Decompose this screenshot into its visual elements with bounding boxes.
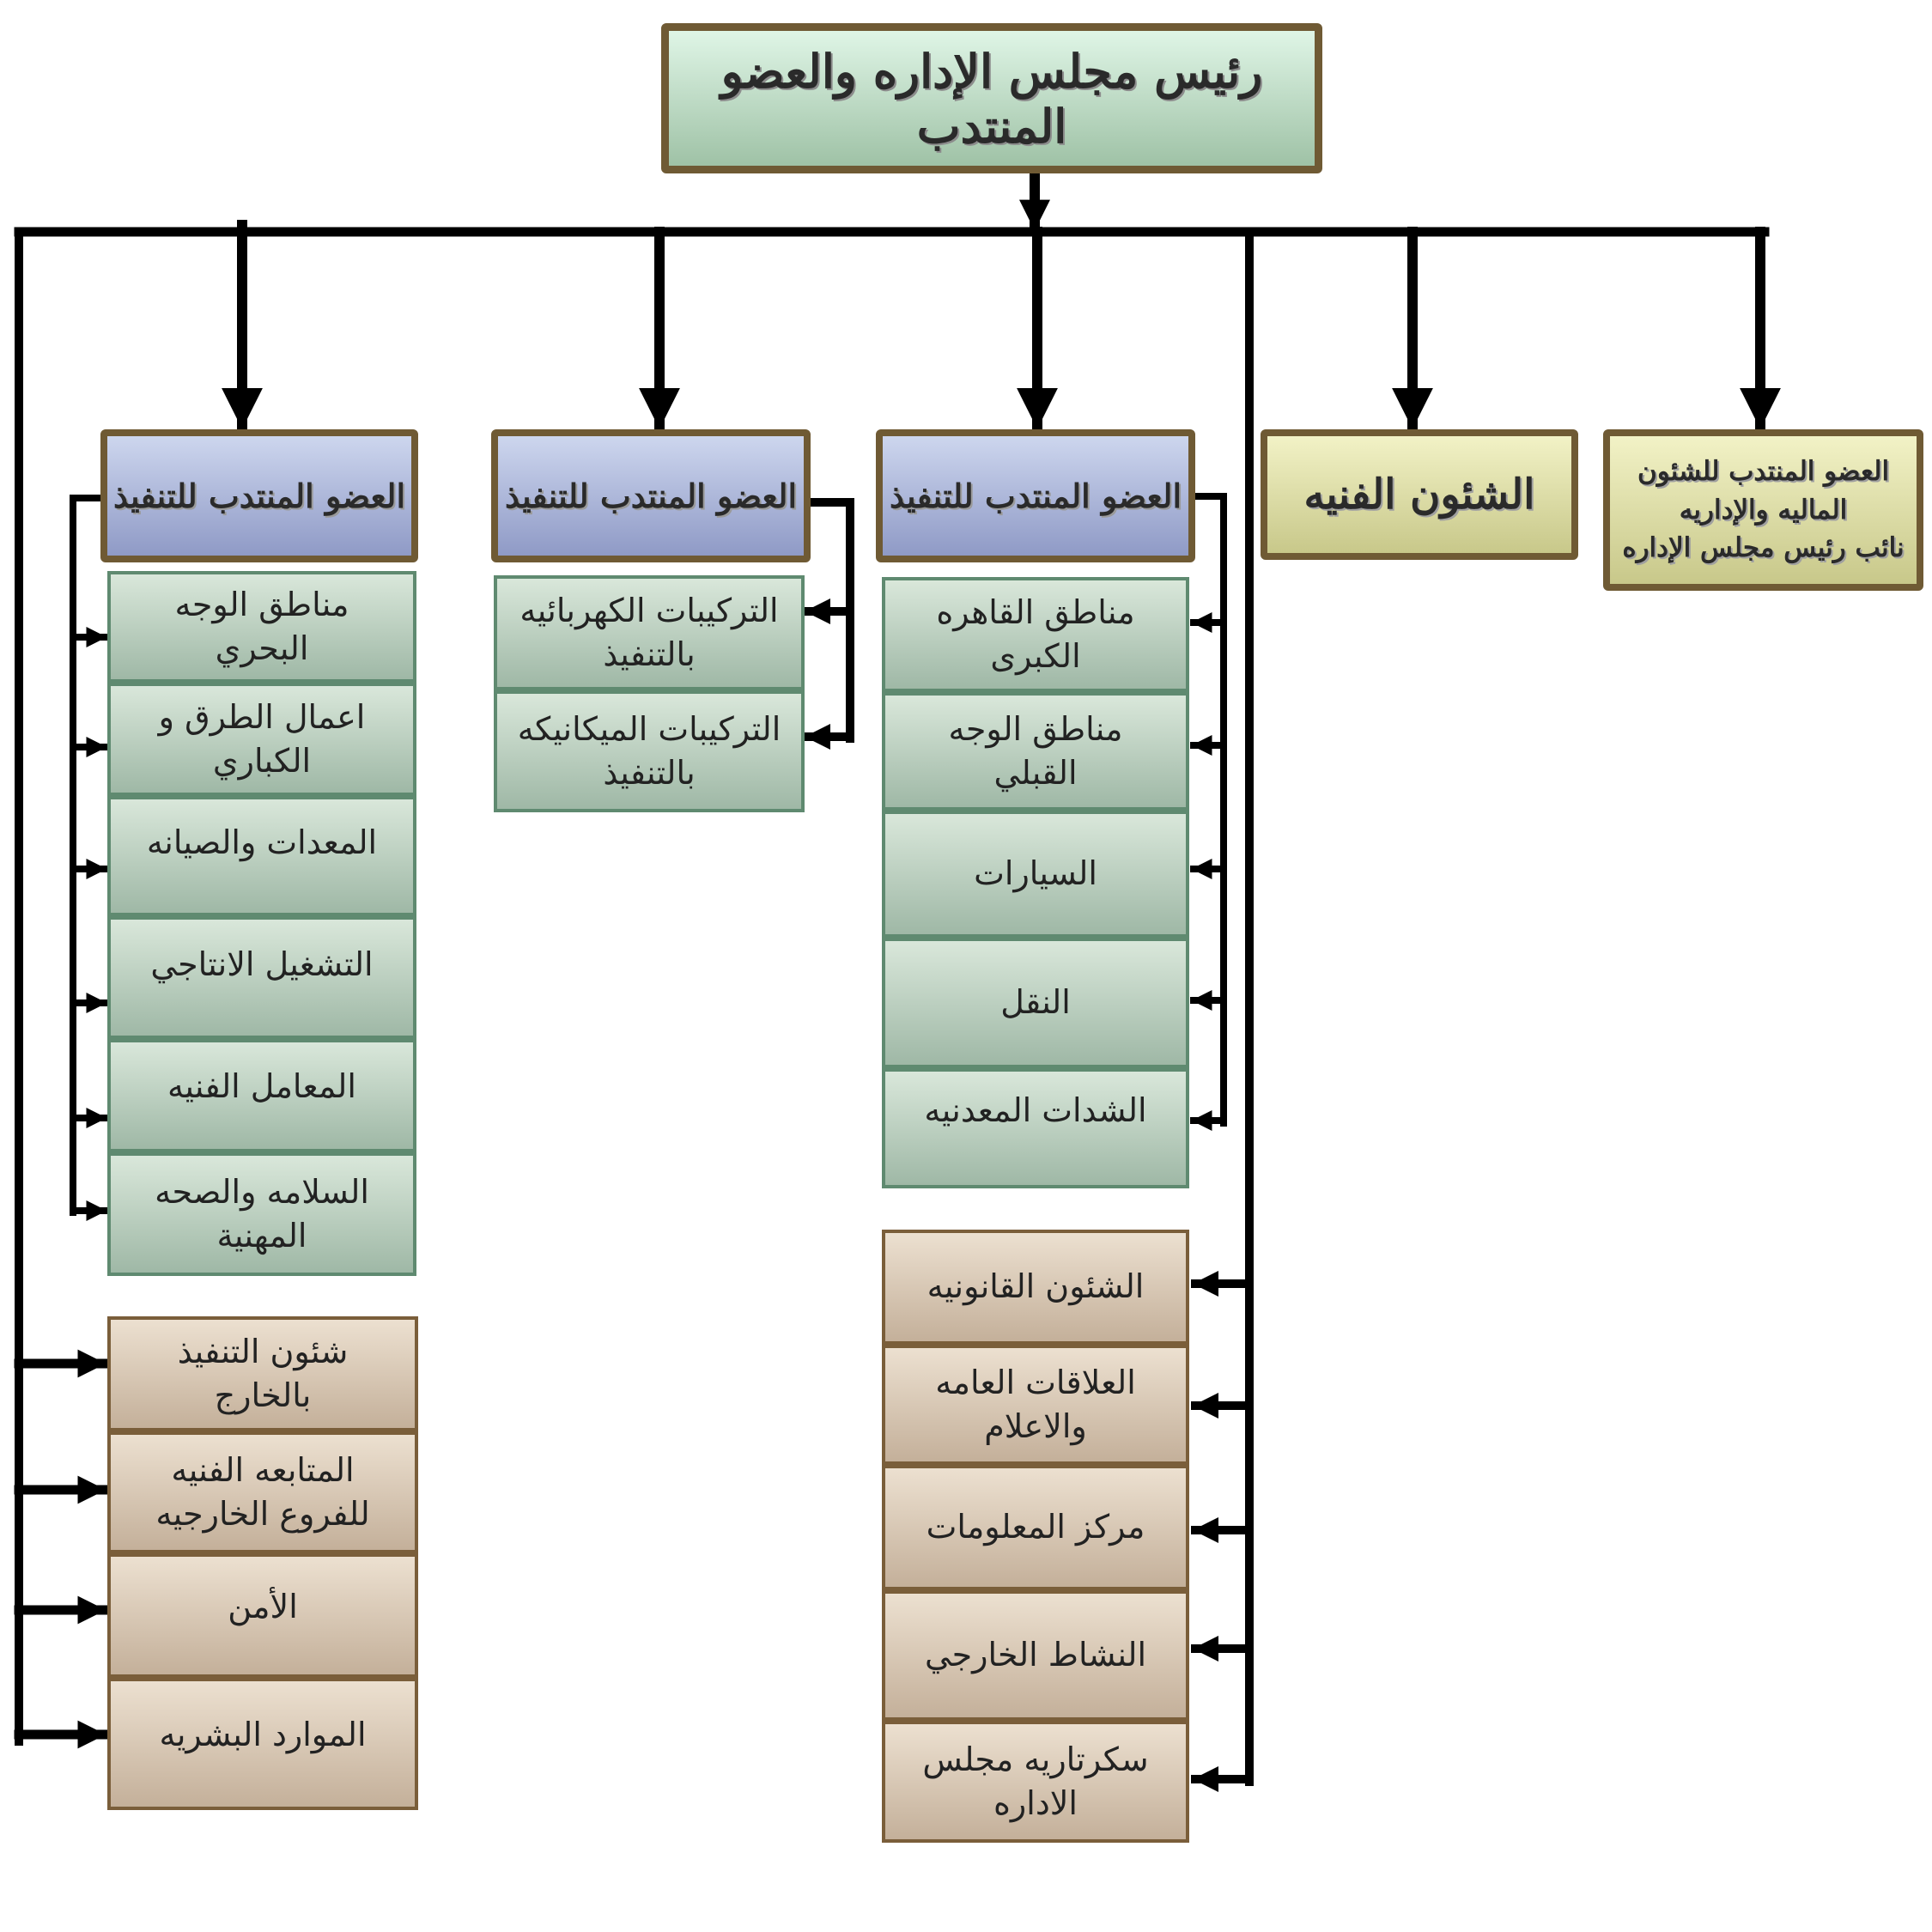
unit-legal-affairs: الشئون القانونيه — [882, 1230, 1189, 1345]
unit-upper-egypt: مناطق الوجه القبلي — [882, 692, 1189, 811]
exec-delta-head-label: العضو المنتدب للتنفيذ — [113, 477, 405, 515]
technical-affairs-head-label: الشئون الفنيه — [1303, 471, 1535, 519]
bracket-cairo — [1190, 493, 1227, 1127]
unit-cars: السيارات — [882, 811, 1189, 938]
unit-external-activity: النشاط الخارجي — [882, 1590, 1189, 1721]
bracket-install — [807, 498, 854, 743]
exec-cairo-head-box: العضو المنتدب للتنفيذ — [876, 429, 1195, 562]
unit-human-resources: الموارد البشريه — [107, 1678, 418, 1810]
technical-affairs-head-box: الشئون الفنيه — [1261, 429, 1578, 560]
finance-admin-head-label: العضو المنتدب للشئون الماليه والإداريه ن… — [1622, 455, 1905, 564]
bracket-delta — [70, 495, 105, 1216]
unit-equipment-maintenance: المعدات والصيانه — [107, 796, 416, 916]
unit-metal-scaffolding: الشدات المعدنيه — [882, 1068, 1189, 1188]
top-executive-box: رئيس مجلس الإداره والعضو المنتدب — [661, 23, 1322, 173]
exec-install-head-box: العضو المنتدب للتنفيذ — [491, 429, 811, 562]
exec-install-head-label: العضو المنتدب للتنفيذ — [505, 477, 797, 515]
exec-cairo-head-label: العضو المنتدب للتنفيذ — [890, 477, 1182, 515]
unit-cairo-greater: مناطق القاهره الكبرى — [882, 577, 1189, 692]
unit-mechanical-installations: التركيبات الميكانيكه بالتنفيذ — [494, 690, 805, 812]
unit-technical-followup: المتابعه الفنيه للفروع الخارجيه — [107, 1431, 418, 1553]
unit-electrical-installations: التركيبات الكهربائيه بالتنفيذ — [494, 575, 805, 690]
unit-safety-health: السلامه والصحه المهنية — [107, 1152, 416, 1276]
unit-lower-egypt: مناطق الوجه البحري — [107, 571, 416, 683]
unit-external-execution: شئون التنفيذ بالخارج — [107, 1316, 418, 1431]
unit-production-operation: التشغيل الانتاجي — [107, 916, 416, 1039]
unit-technical-labs: المعامل الفنيه — [107, 1039, 416, 1152]
top-executive-label: رئيس مجلس الإداره والعضو المنتدب — [720, 43, 1263, 154]
unit-public-relations: العلاقات العامه والاعلام — [882, 1345, 1189, 1465]
unit-transport: النقل — [882, 938, 1189, 1068]
exec-delta-head-box: العضو المنتدب للتنفيذ — [100, 429, 418, 562]
unit-information-center: مركز المعلومات — [882, 1465, 1189, 1590]
finance-admin-head-box: العضو المنتدب للشئون الماليه والإداريه ن… — [1603, 429, 1923, 591]
unit-security: الأمن — [107, 1553, 418, 1678]
unit-roads-bridges: اعمال الطرق و الكباري — [107, 683, 416, 796]
unit-board-secretariat: سكرتاريه مجلس الاداره — [882, 1721, 1189, 1843]
